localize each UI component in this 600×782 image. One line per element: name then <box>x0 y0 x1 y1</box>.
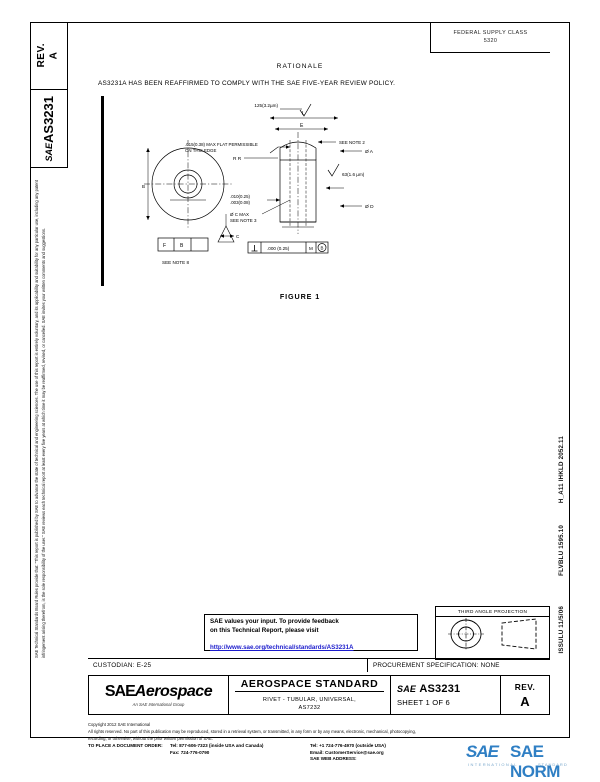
procurement-spec-field: PROCUREMENT SPECIFICATION: NONE <box>368 658 550 672</box>
see-note-8-label: SEE NOTE 8 <box>162 260 190 265</box>
standards-board-disclaimer: SAE Technical Standards Board Rules prov… <box>33 180 63 660</box>
feedback-box: SAE values your input. To provide feedba… <box>204 614 418 651</box>
svg-text:SEE NOTE 2: SEE NOTE 2 <box>339 140 365 145</box>
svg-text:.000 (0.25): .000 (0.25) <box>267 246 290 251</box>
fsc-label: FEDERAL SUPPLY CLASS <box>453 29 528 36</box>
revision-stamp-3: ISSULU 11/5/06 <box>549 555 573 705</box>
svg-text:.003(0.08): .003(0.08) <box>230 200 251 205</box>
dimension-E: E <box>275 123 328 131</box>
document-number: AS3231 <box>41 95 56 143</box>
svg-text:.010(0.25): .010(0.25) <box>230 194 251 199</box>
dimension-dia-D: Ø D <box>340 204 374 210</box>
svg-text:Ø D: Ø D <box>365 204 374 210</box>
part-description-line-1: RIVET - TUBULAR, UNIVERSAL, <box>262 696 357 703</box>
figure-label: FIGURE 1 <box>279 292 321 301</box>
watermark-sub-2: STANDARD <box>538 762 568 767</box>
radius-callout: R R <box>233 156 278 162</box>
dia-c-max-callout: Ø C MAX SEE NOTE 3 <box>230 199 291 223</box>
fax-number: Fax: 724-776-0790 <box>170 749 210 755</box>
svg-text:63(1.6 µm): 63(1.6 µm) <box>342 172 365 177</box>
tolerance-callout: .010(0.25) .003(0.08) <box>230 194 280 205</box>
standard-title: AEROSPACE STANDARD <box>234 678 385 692</box>
drawing-frame <box>30 22 570 738</box>
logo-aerospace-text: Aerospace <box>134 683 213 700</box>
svg-text:B: B <box>142 184 145 189</box>
svg-text:Ø A: Ø A <box>365 149 374 155</box>
sae-norm-watermark: SAE SAE NORM INTERNATIONAL STANDARD <box>466 742 594 781</box>
title-block: SAEAerospace An SAE International Group … <box>88 675 550 715</box>
datum-triangle <box>217 214 235 243</box>
web-address-label: SAE WEB ADDRESS: <box>310 756 357 762</box>
svg-text:C: C <box>236 234 240 239</box>
rationale-text: AS3231A HAS BEEN REAFFIRMED TO COMPLY WI… <box>98 80 396 87</box>
revision-cell: REV. A <box>501 676 549 714</box>
feedback-line-1: SAE values your input. To provide feedba… <box>210 618 339 625</box>
svg-text:ON THIS EDGE: ON THIS EDGE <box>185 148 216 153</box>
custodian-field: CUSTODIAN: E-25 <box>88 658 368 672</box>
order-label: TO PLACE A DOCUMENT ORDER: <box>88 743 163 749</box>
surface-finish-top: 125(3.2µm) <box>254 103 312 117</box>
change-bar <box>101 96 105 286</box>
revision-tab-value: A <box>48 51 60 60</box>
svg-text:SEE NOTE 3: SEE NOTE 3 <box>230 218 257 223</box>
watermark-sub: INTERNATIONAL <box>468 762 518 767</box>
email-address: Email: CustomerService@sae.org <box>310 749 384 755</box>
dimension-C: C <box>220 234 240 239</box>
dimension-dia-A: Ø A <box>340 149 374 155</box>
sae-mark: SAE <box>44 142 54 162</box>
svg-text:L: L <box>302 111 305 117</box>
svg-text:R R: R R <box>233 156 242 162</box>
dia-e-max-callout <box>326 186 344 190</box>
revision-tab: REV. A <box>30 22 68 90</box>
svg-text:.015(0.38) MAX FLAT PERMISSIBL: .015(0.38) MAX FLAT PERMISSIBLE <box>185 142 258 147</box>
fsc-value: 5320 <box>483 37 498 44</box>
tel-outside-usa: Tel: +1 724-776-4970 (outside USA) <box>310 743 386 749</box>
document-number-tab: SAEAS3231 <box>30 90 68 168</box>
side-section-view <box>279 132 317 234</box>
revision-value: A <box>520 693 530 709</box>
svg-text:B: B <box>321 245 324 250</box>
part-description-line-2: AS7232 <box>298 705 321 711</box>
datum-block: F B <box>157 237 209 252</box>
copyright-line-2: All rights reserved. No part of this pub… <box>88 728 416 734</box>
surface-finish-side: 63(1.6 µm) <box>327 163 365 177</box>
svg-text:B: B <box>180 243 184 249</box>
custodian-label: CUSTODIAN: E-25 <box>93 662 152 669</box>
third-angle-projection-caption: THIRD ANGLE PROJECTION <box>436 607 549 617</box>
standards-board-disclaimer-text: SAE Technical Standards Board Rules prov… <box>34 180 46 658</box>
tel-usa: Tel: 877-606-7323 (inside USA and Canada… <box>170 743 264 749</box>
feature-control-frame: .000 (0.25) M B <box>247 241 329 254</box>
third-angle-projection-symbol <box>448 618 537 650</box>
document-number-cell: SAE AS3231 SHEET 1 OF 6 <box>391 676 501 714</box>
svg-text:F: F <box>163 243 166 249</box>
logo-sae-text: SAE <box>104 683 136 700</box>
doc-number: AS3231 <box>419 683 461 695</box>
svg-text:Ø C MAX: Ø C MAX <box>230 212 249 217</box>
logo-tagline: An SAE International Group <box>132 702 185 707</box>
doc-sae-mark: SAE <box>397 684 417 694</box>
copyright-line-3: recording, or otherwise, without the pri… <box>88 735 213 741</box>
see-note-2-callout: SEE NOTE 2 <box>318 140 365 145</box>
federal-supply-class-box: FEDERAL SUPPLY CLASS 5320 <box>430 23 550 53</box>
standard-title-cell: AEROSPACE STANDARD RIVET - TUBULAR, UNIV… <box>229 676 391 714</box>
svg-text:125(3.2µm): 125(3.2µm) <box>254 103 278 108</box>
svg-text:M: M <box>309 246 313 251</box>
copyright-line-1: Copyright 2012 SAE International <box>88 722 151 727</box>
watermark-badge: SAE <box>466 742 499 761</box>
revision-label: REV. <box>514 681 536 692</box>
procurement-spec-label: PROCUREMENT SPECIFICATION: NONE <box>373 662 500 669</box>
svg-text:E: E <box>300 123 304 129</box>
revision-stamp-3-text: ISSULU 11/5/06 <box>557 606 565 654</box>
third-angle-projection-box: THIRD ANGLE PROJECTION <box>435 606 550 660</box>
feedback-line-2: on this Technical Report, please visit <box>210 626 319 634</box>
copyright-footer: Copyright 2012 SAE International All rig… <box>88 722 558 761</box>
dimension-L: L <box>270 111 338 120</box>
rationale-heading: RATIONALE <box>276 63 324 70</box>
flat-permissible-callout: .015(0.38) MAX FLAT PERMISSIBLE ON THIS … <box>185 142 290 154</box>
sheet-number: SHEET 1 OF 6 <box>397 698 450 707</box>
end-view: B <box>142 140 232 228</box>
technical-drawing: B F B SEE NOTE 8 <box>130 96 430 296</box>
sae-aerospace-logo: SAEAerospace An SAE International Group <box>89 676 229 714</box>
feedback-link[interactable]: http://www.sae.org/technical/standards/A… <box>210 643 354 651</box>
